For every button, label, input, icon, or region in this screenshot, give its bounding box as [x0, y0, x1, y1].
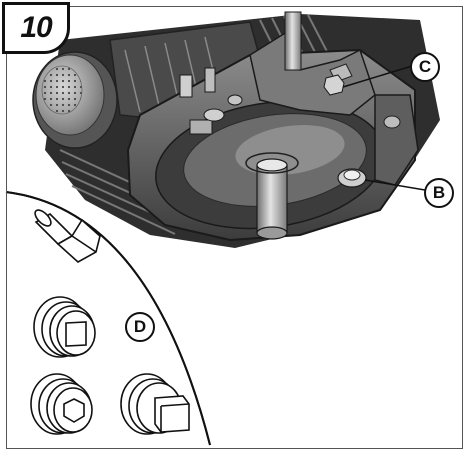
- air-filter: [32, 51, 118, 149]
- square-head-plug-icon: [120, 373, 190, 435]
- callout-c: C: [410, 52, 440, 82]
- figure-frame: [6, 6, 463, 449]
- socket-bit-icon: [34, 209, 101, 263]
- hex-socket-fitting-icon: [30, 373, 93, 435]
- leader-line-c: [342, 65, 413, 88]
- oil-plug-c: [323, 74, 345, 96]
- square-drive-fitting-icon: [33, 296, 96, 358]
- crankshaft: [245, 152, 299, 240]
- engine-illustration: [32, 11, 440, 248]
- leader-line-b: [364, 179, 426, 191]
- callout-b: B: [424, 178, 454, 208]
- step-number-badge: 10: [2, 2, 70, 54]
- callout-d: D: [125, 312, 155, 342]
- drain-plug-b: [337, 168, 367, 188]
